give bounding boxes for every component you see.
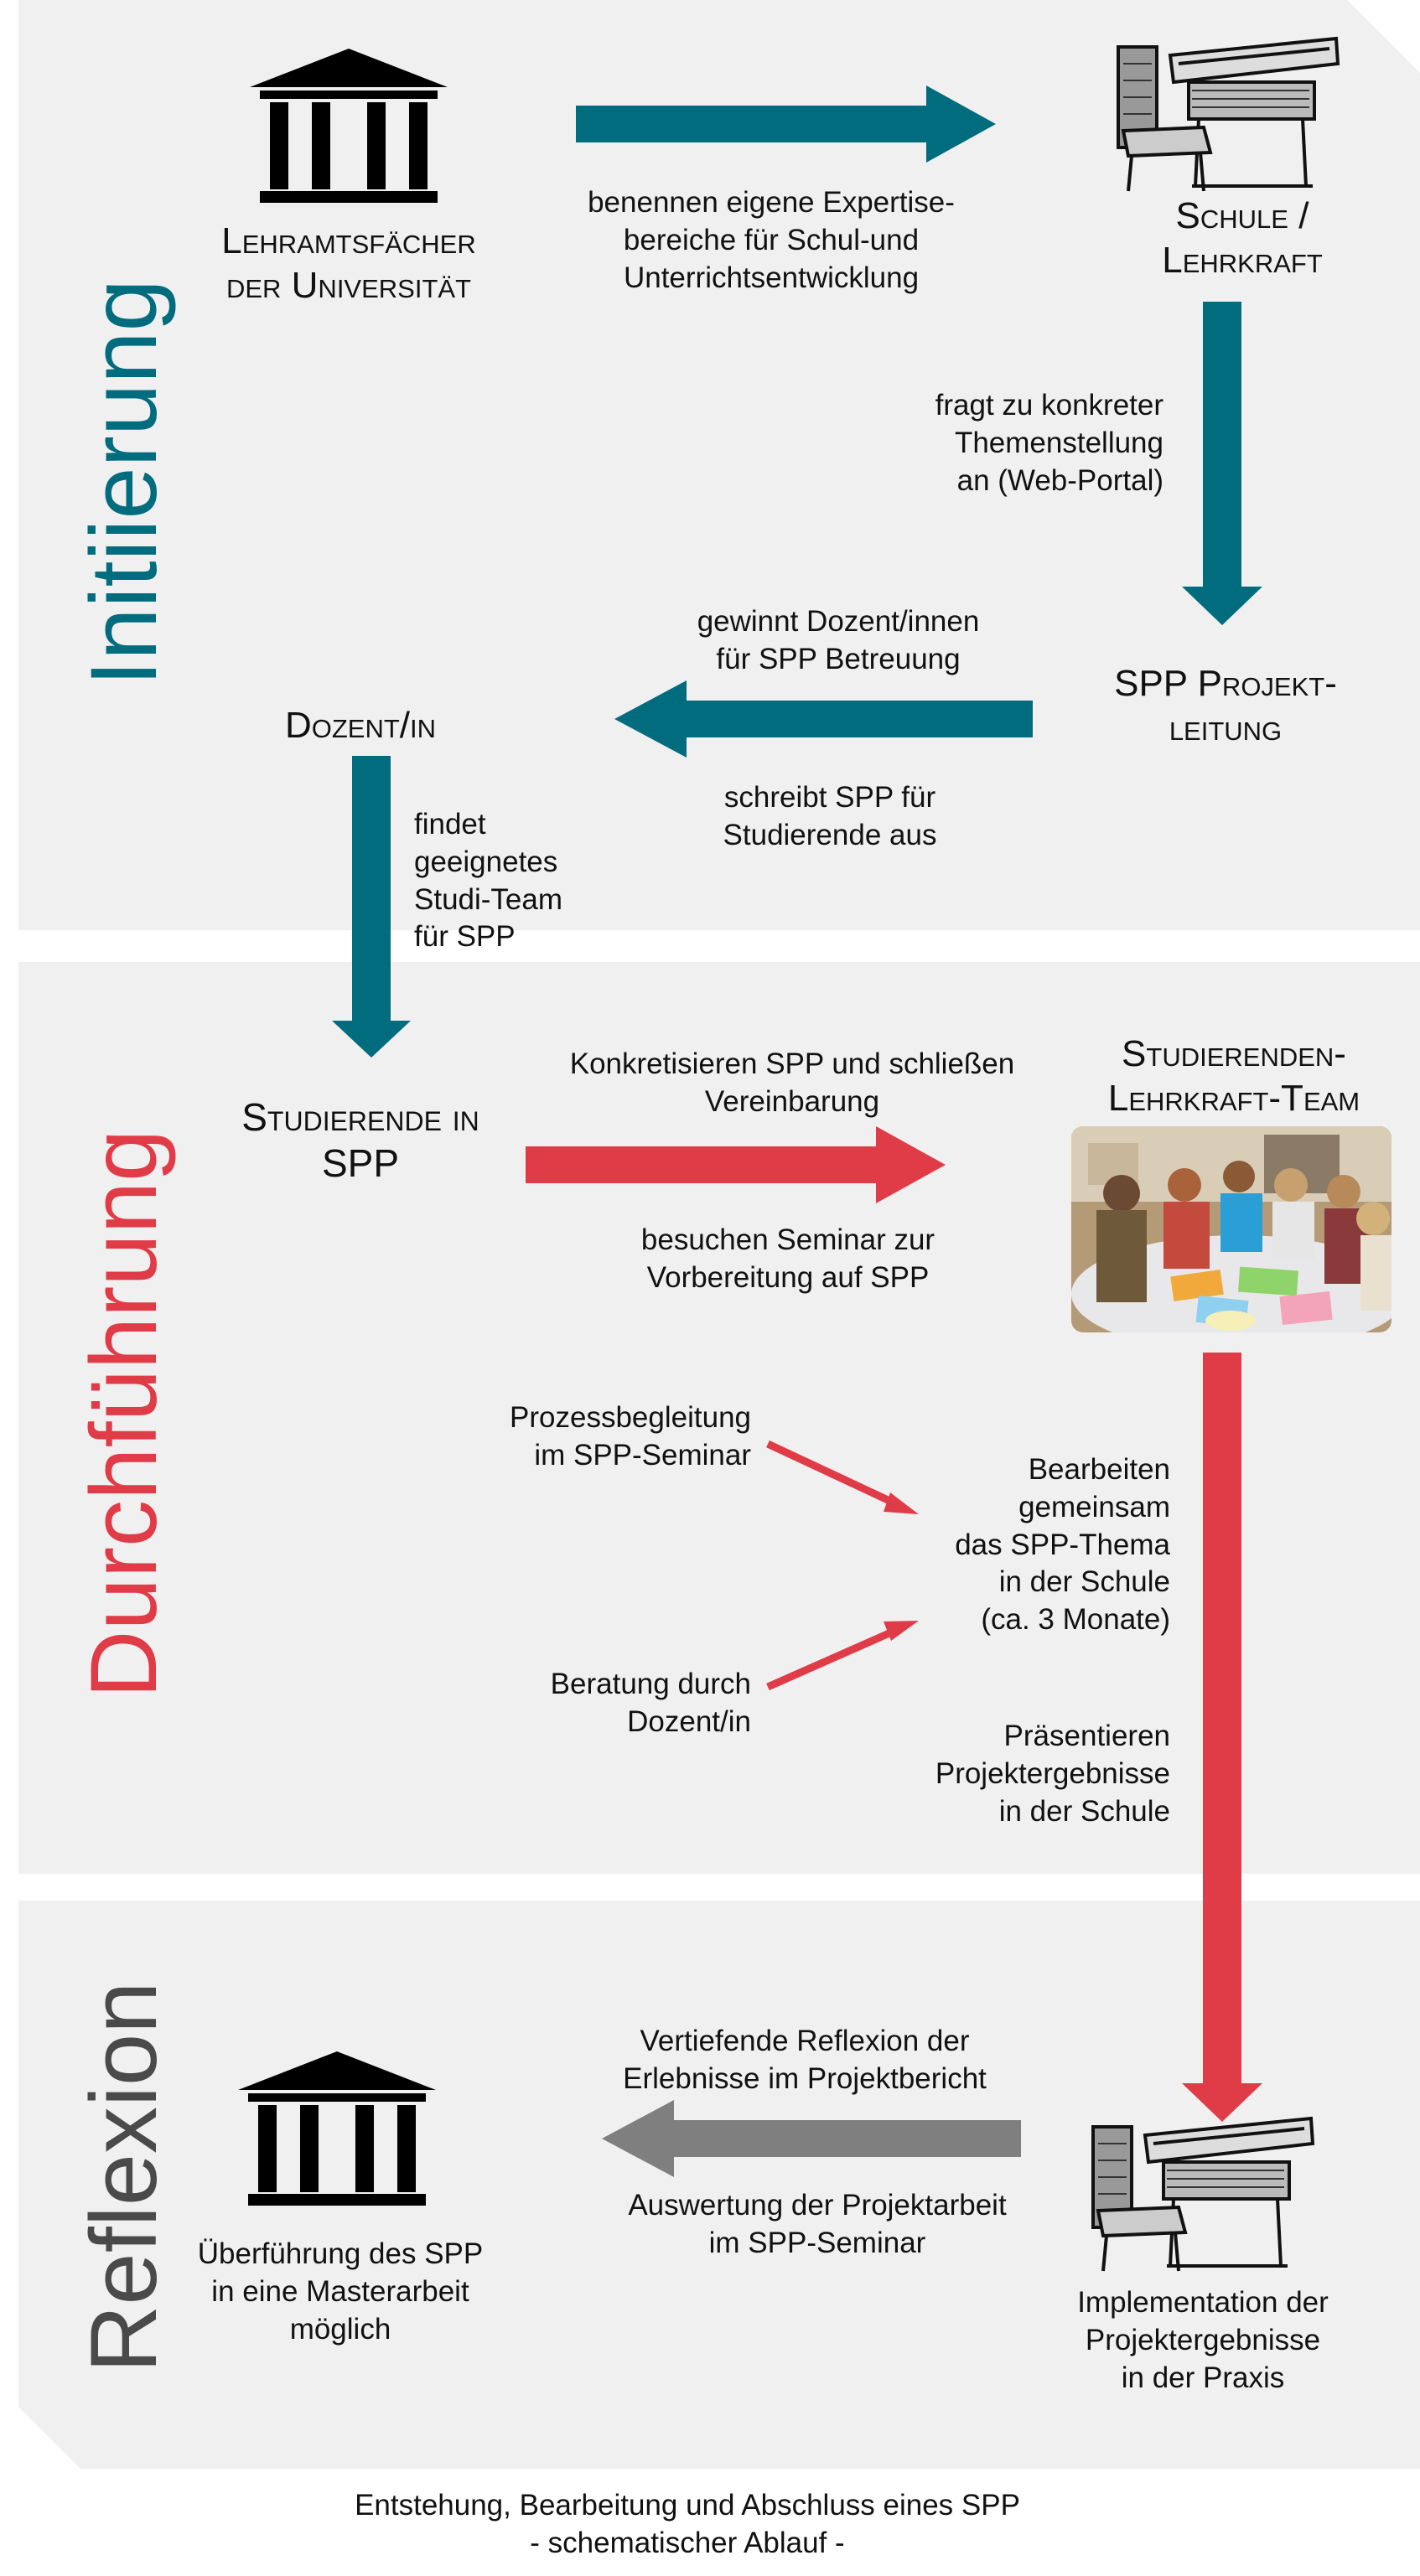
arrow-prozess-to-bearbeiten xyxy=(766,1440,900,1509)
school-desk-icon xyxy=(1117,36,1340,192)
arrow-uni-to-schule xyxy=(576,85,996,163)
node-studierenden-lehrkraft-team: Studierenden-Lehrkraft-Team xyxy=(1107,1033,1360,1119)
university-building-icon xyxy=(250,49,448,203)
diagram-caption: Entstehung, Bearbeitung und Abschluss ei… xyxy=(355,2489,1020,2559)
label-expertise: benennen eigene Expertise-bereiche für S… xyxy=(588,186,955,294)
node-spp-projektleitung: SPP Projekt-leitung xyxy=(1114,663,1337,748)
phase-panel-durchfuehrung xyxy=(18,962,1420,1874)
school-desk-icon xyxy=(1091,2116,1315,2272)
arrow-dozent-to-studierende xyxy=(332,756,411,1058)
arrow-reflexion xyxy=(602,2100,1021,2177)
team-photo xyxy=(1071,1126,1391,1332)
node-dozent: Dozent/in xyxy=(284,705,437,746)
arrow-schule-to-spp xyxy=(1182,302,1262,625)
university-building-icon xyxy=(238,2051,436,2206)
arrow-spp-to-dozent xyxy=(614,680,1033,758)
arrow-team-to-implementation xyxy=(1182,1353,1262,2122)
arrow-studierende-to-team xyxy=(526,1126,946,1203)
arrow-beratung-to-bearbeiten xyxy=(766,1625,900,1691)
node-schule-lehrkraft: Schule /Lehrkraft xyxy=(1162,195,1323,281)
